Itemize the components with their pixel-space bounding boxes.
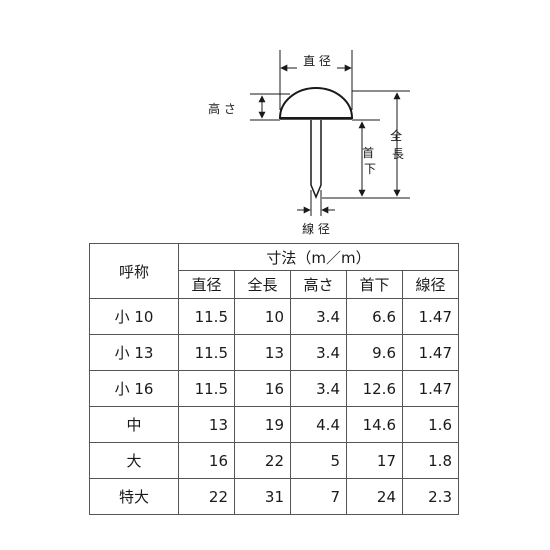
value-cell: 14.6 [346, 406, 403, 443]
value-cell: 11.5 [178, 298, 235, 335]
value-cell: 12.6 [346, 370, 403, 407]
value-cell: 3.4 [290, 298, 347, 335]
value-cell: 2.3 [402, 478, 459, 515]
value-cell: 7 [290, 478, 347, 515]
value-cell: 9.6 [346, 334, 403, 371]
value-cell: 22 [178, 478, 235, 515]
value-cell: 1.8 [402, 442, 459, 479]
wire-diameter-label: 線 径 [302, 221, 330, 236]
value-cell: 5 [290, 442, 347, 479]
header-name-cell: 呼称 [89, 243, 179, 299]
value-cell: 17 [346, 442, 403, 479]
table-column-header-row: 直径全長高さ首下線径 [90, 270, 459, 299]
pin-shank [310, 120, 322, 199]
value-cell: 22 [234, 442, 291, 479]
row-name-cell: 中 [89, 406, 179, 443]
row-name-cell: 大 [89, 442, 179, 479]
value-cell: 10 [234, 298, 291, 335]
row-name-cell: 小 13 [89, 334, 179, 371]
pin-head [278, 87, 354, 119]
value-cell: 1.47 [402, 334, 459, 371]
column-header: 首下 [346, 270, 403, 299]
pin-diagram: 直 径 高 さ 全 長 首 下 線 径 [208, 50, 410, 236]
column-header: 高さ [290, 270, 347, 299]
height-label: 高 さ [208, 101, 236, 116]
column-header: 線径 [402, 270, 459, 299]
value-cell: 11.5 [178, 370, 235, 407]
header-dimensions-cell: 寸法（m／m） [178, 243, 459, 271]
row-name-cell: 特大 [89, 478, 179, 515]
value-cell: 3.4 [290, 334, 347, 371]
value-cell: 1.47 [402, 370, 459, 407]
value-cell: 31 [234, 478, 291, 515]
value-cell: 19 [234, 406, 291, 443]
value-cell: 3.4 [290, 370, 347, 407]
value-cell: 11.5 [178, 334, 235, 371]
column-header: 全長 [234, 270, 291, 299]
value-cell: 1.47 [402, 298, 459, 335]
diameter-label: 直 径 [303, 54, 331, 68]
value-cell: 6.6 [346, 298, 403, 335]
value-cell: 13 [178, 406, 235, 443]
value-cell: 24 [346, 478, 403, 515]
table-header-row: 呼称 寸法（m／m） [89, 243, 459, 299]
value-cell: 1.6 [402, 406, 459, 443]
value-cell: 16 [234, 370, 291, 407]
value-cell: 13 [234, 334, 291, 371]
row-name-cell: 小 16 [89, 370, 179, 407]
column-header: 直径 [178, 270, 235, 299]
under-head-label: 首 下 [362, 146, 378, 176]
value-cell: 16 [178, 442, 235, 479]
value-cell: 4.4 [290, 406, 347, 443]
row-name-cell: 小 10 [89, 298, 179, 335]
total-length-label: 全 長 [390, 128, 406, 161]
